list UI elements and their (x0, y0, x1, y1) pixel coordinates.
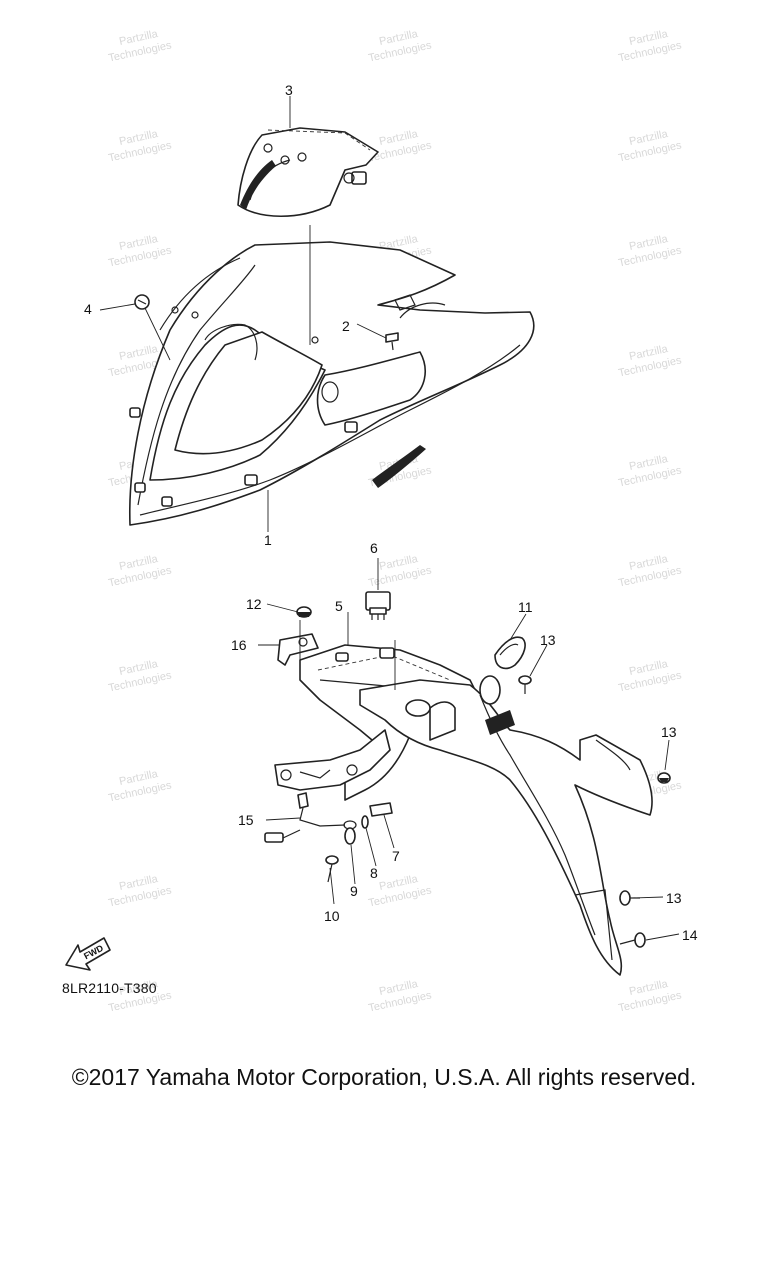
part-4-screw[interactable] (134, 294, 171, 361)
part-14-screw[interactable] (619, 932, 646, 948)
callout-4: 4 (84, 301, 92, 317)
diagram-code: 8LR2110-T380 (62, 980, 157, 996)
part-11-reflector[interactable] (494, 636, 526, 670)
part-7-plate[interactable] (369, 802, 393, 817)
callout-5: 5 (335, 598, 343, 614)
part-16-stay[interactable] (277, 633, 319, 666)
callout-13-upper: 13 (540, 632, 556, 648)
callout-3: 3 (285, 82, 293, 98)
callout-6: 6 (370, 540, 378, 556)
callout-labels: 1 2 3 4 5 6 7 8 9 10 11 12 13 13 13 14 1… (84, 82, 698, 943)
leader-lines (99, 96, 680, 941)
callout-7: 7 (392, 848, 400, 864)
callout-16: 16 (231, 637, 247, 653)
part-15-harness[interactable] (264, 792, 357, 843)
part-10-bolt[interactable] (325, 855, 339, 883)
part-13-rivet-right[interactable] (657, 772, 671, 784)
part-6-switch[interactable] (365, 591, 391, 620)
callout-2: 2 (342, 318, 350, 334)
callout-14: 14 (682, 927, 698, 943)
part-9-collar[interactable] (344, 827, 356, 845)
part-2-clip[interactable] (385, 332, 399, 351)
rear-fender[interactable] (359, 675, 653, 976)
callout-1: 1 (264, 532, 272, 548)
part-3-meter-cover[interactable] (237, 127, 379, 217)
callout-15: 15 (238, 812, 254, 828)
callout-11: 11 (518, 599, 533, 615)
callout-9: 9 (350, 883, 358, 899)
callout-8: 8 (370, 865, 378, 881)
callout-13-lower: 13 (666, 890, 682, 906)
part-13-rivet-upper[interactable] (518, 675, 532, 694)
callout-12: 12 (246, 596, 262, 612)
part-13-rivet-lower[interactable] (619, 890, 640, 906)
copyright-notice: ©2017 Yamaha Motor Corporation, U.S.A. A… (71, 1064, 697, 1090)
side-stay-arm[interactable] (274, 729, 391, 791)
callout-10: 10 (324, 908, 340, 924)
part-12-nut[interactable] (296, 606, 312, 618)
part-1-front-cowling[interactable] (128, 241, 535, 526)
callout-13-right: 13 (661, 724, 677, 740)
fwd-arrow-icon: FWD (65, 937, 111, 971)
part-8-washer[interactable] (361, 815, 369, 829)
